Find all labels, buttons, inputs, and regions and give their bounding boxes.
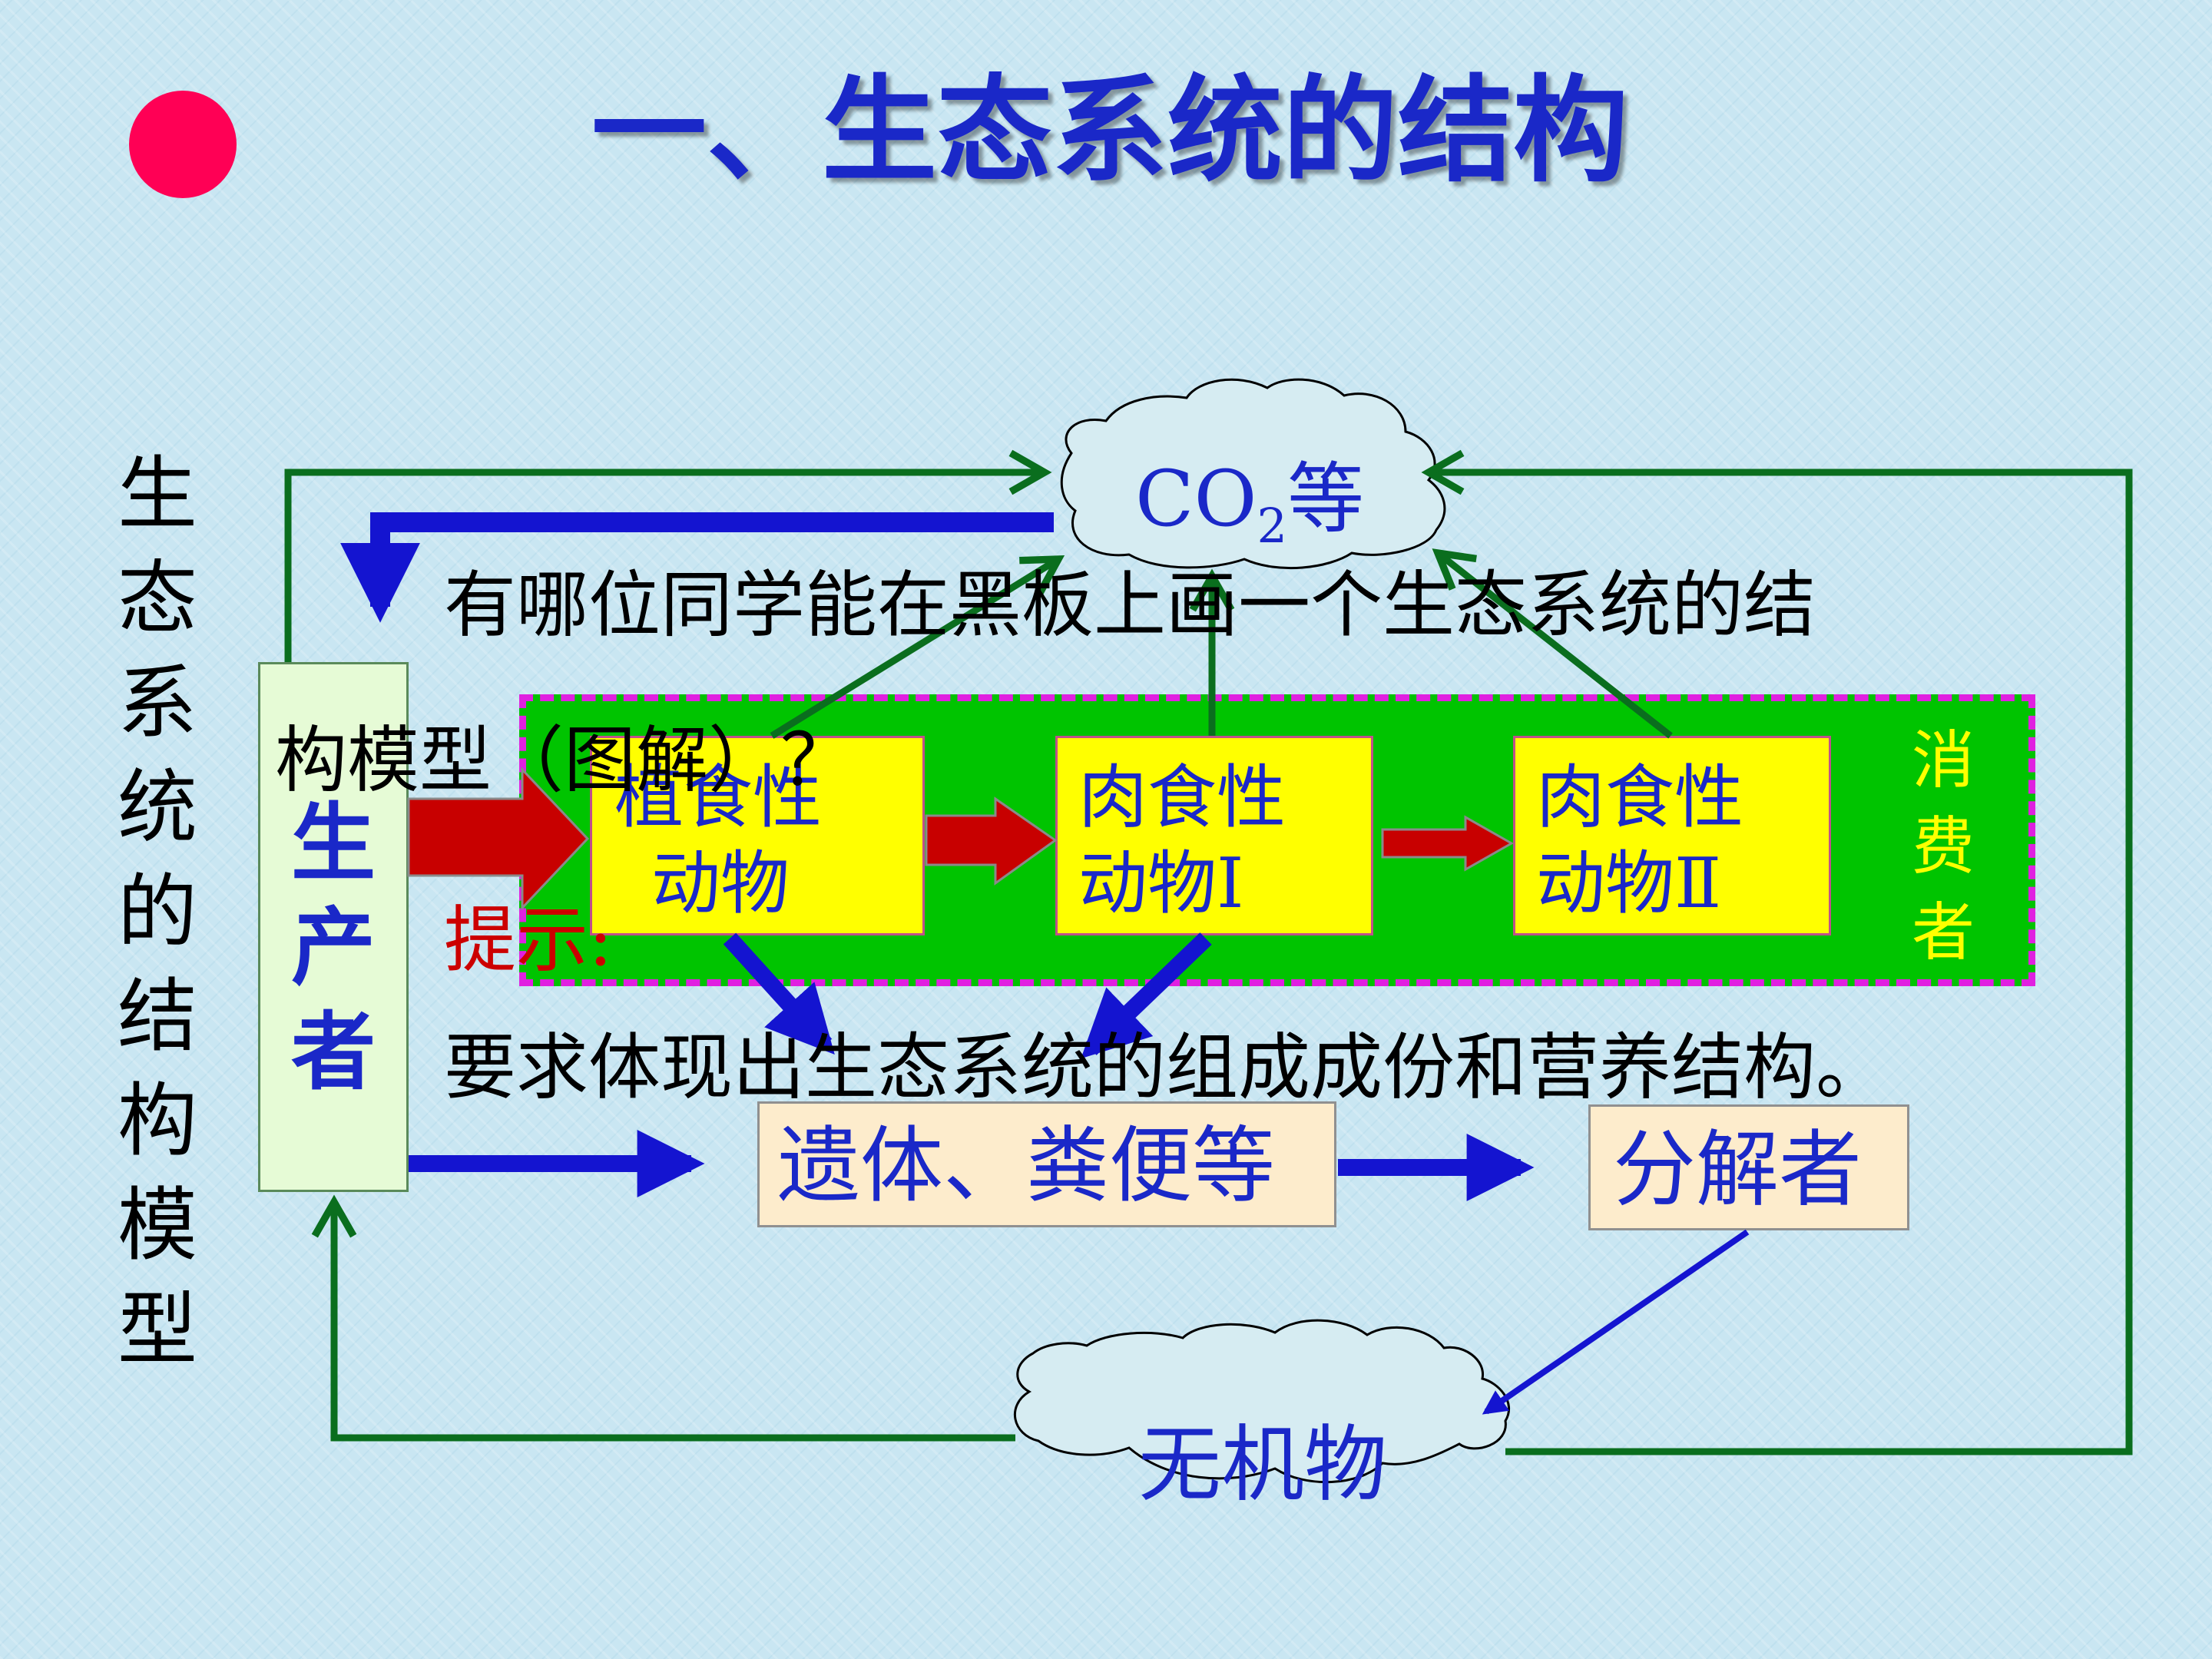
remains-box: [757, 1101, 1336, 1227]
decomposer-label: 分解者: [1613, 1122, 1863, 1218]
carnivore-1-label-line2: 动物Ⅰ: [1078, 843, 1244, 924]
carnivore-2-label-line1: 肉食性: [1536, 757, 1743, 838]
co2-to-producer-arrow: [340, 512, 1054, 623]
question-line-2: 构模型（图解）？: [275, 719, 853, 803]
co2-subscript: 2: [1257, 498, 1287, 554]
producer-to-co2-arrow: [284, 449, 1052, 662]
co2-main: CO: [1135, 454, 1257, 544]
inorganic-cloud: [1014, 1319, 1511, 1484]
inorganic-to-producer-arrow: [311, 1194, 1015, 1442]
decomposer-to-inorganic-arrow: [1482, 1229, 1750, 1415]
carnivore-1-box: [1055, 736, 1373, 935]
question-line-1: 有哪位同学能在黑板上画一个生态系统的结: [444, 564, 1816, 647]
carnivore2-to-co2-arrow: [1432, 548, 1673, 739]
herbivore-label-line2: 动物: [651, 843, 790, 924]
producer-label: 生产者: [291, 794, 376, 1101]
carnivore1-to-remains-arrow: [1081, 932, 1212, 1059]
side-label: 生态系统的结构模型: [117, 447, 197, 1376]
producer-box: [258, 662, 409, 1192]
co2-label: CO2等: [1135, 436, 1364, 554]
producer-to-herbivore-arrow: [407, 767, 590, 911]
carnivore-2-label-line2: 动物Ⅱ: [1536, 843, 1722, 924]
inorganic-to-co2-arrow: [1421, 449, 2133, 1455]
inorganic-label: 无机物: [1138, 1417, 1388, 1513]
carnivore-1-label-line1: 肉食性: [1078, 757, 1286, 838]
page-title: 一、生态系统的结构: [591, 65, 1629, 198]
consumer-label: 消费者: [1911, 724, 1975, 969]
co2-cloud: [1060, 378, 1446, 570]
hint-label: 提示:: [444, 899, 613, 982]
co2-suffix: 等: [1286, 454, 1364, 544]
carnivore-2-box: [1513, 736, 1831, 935]
carnivore1-to-carnivore2-arrow: [1381, 815, 1515, 872]
question-line-3: 要求体现出生态系统的组成成份和营养结构。: [444, 1026, 1889, 1110]
herbivore-label-line1: 植食性: [614, 757, 822, 838]
remains-label: 遗体、粪便等: [777, 1118, 1276, 1214]
herbivore-to-carnivore1-arrow: [925, 796, 1058, 886]
herbivore-to-co2-arrow: [770, 555, 1065, 739]
red-bullet-icon: [129, 91, 237, 198]
herbivore-box: [590, 736, 925, 935]
decomposer-box: [1588, 1104, 1909, 1230]
herbivore-to-remains-arrow: [723, 932, 835, 1055]
